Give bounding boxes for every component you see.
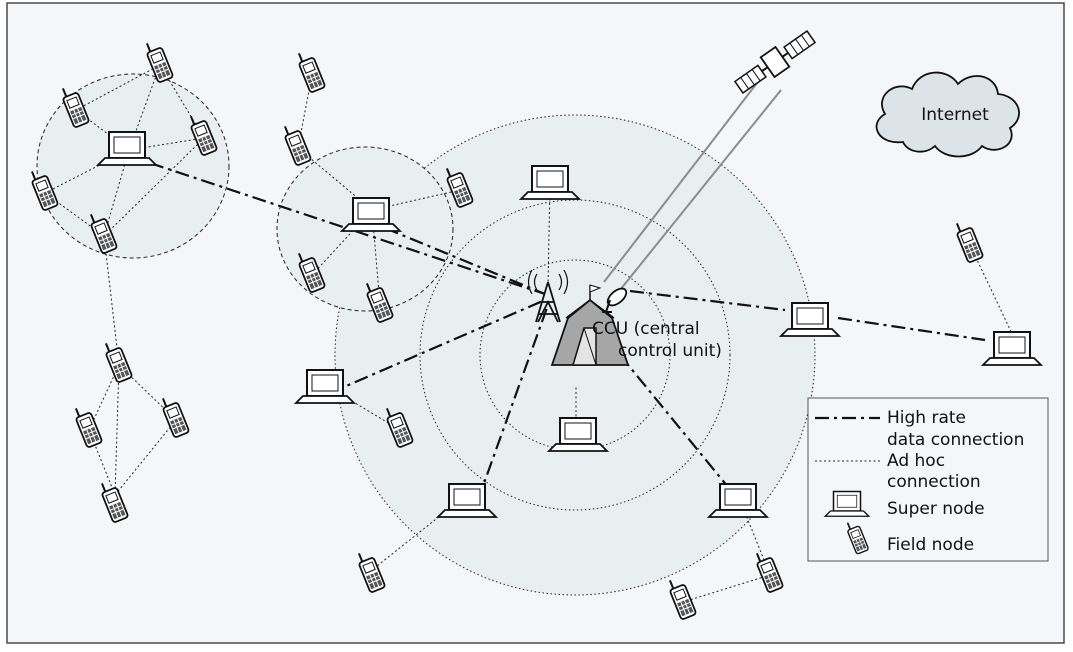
legend-super-node-label: Super node bbox=[887, 499, 985, 519]
tent-icon bbox=[550, 284, 630, 366]
legend-high-rate-line-1: High rate bbox=[887, 408, 966, 428]
satellite-uplink-1 bbox=[603, 82, 758, 283]
legend-adhoc-line-2: connection bbox=[887, 472, 981, 492]
satellite-uplink-2 bbox=[619, 89, 782, 291]
legend: High rate data connection Ad hoc connect… bbox=[807, 397, 1049, 562]
ccu-label-line-2: control unit) bbox=[618, 341, 722, 361]
cloud-label: Internet bbox=[921, 105, 989, 125]
radio-tower-icon bbox=[527, 269, 569, 323]
legend-high-rate-line-2: data connection bbox=[887, 430, 1024, 450]
legend-adhoc-line-1: Ad hoc bbox=[887, 451, 945, 471]
satellite-icon bbox=[733, 29, 817, 95]
legend-field-node-label: Field node bbox=[887, 535, 974, 555]
satellite-dish-icon bbox=[602, 287, 628, 313]
ccu-label-line-1: CCU (central bbox=[592, 319, 700, 339]
cloud-icon bbox=[875, 71, 1020, 158]
